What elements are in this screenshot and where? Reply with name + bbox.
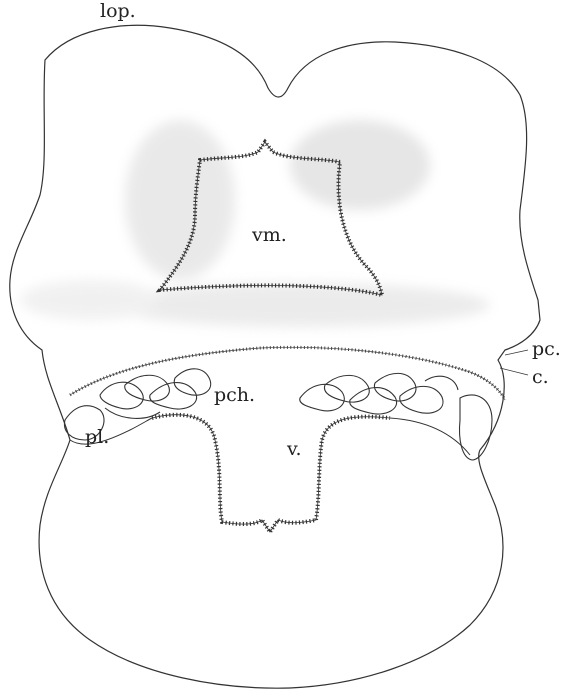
ventricle-v-outline <box>152 415 390 532</box>
c-notch <box>500 368 528 375</box>
label-v: v. <box>287 440 302 459</box>
label-vm: vm. <box>252 226 287 245</box>
label-pl: pl. <box>85 428 109 447</box>
label-c: c. <box>532 368 549 387</box>
label-pch: pch. <box>214 386 255 405</box>
plexus-lamina-right <box>390 418 470 455</box>
label-lop: lop. <box>100 2 136 21</box>
roof-arch <box>70 347 505 400</box>
label-pc: pc. <box>532 340 561 359</box>
ventricle-v-inner-line <box>152 415 390 532</box>
outer-contour <box>10 25 540 688</box>
roof-arch-line <box>70 347 505 400</box>
pc-notch <box>505 350 528 355</box>
